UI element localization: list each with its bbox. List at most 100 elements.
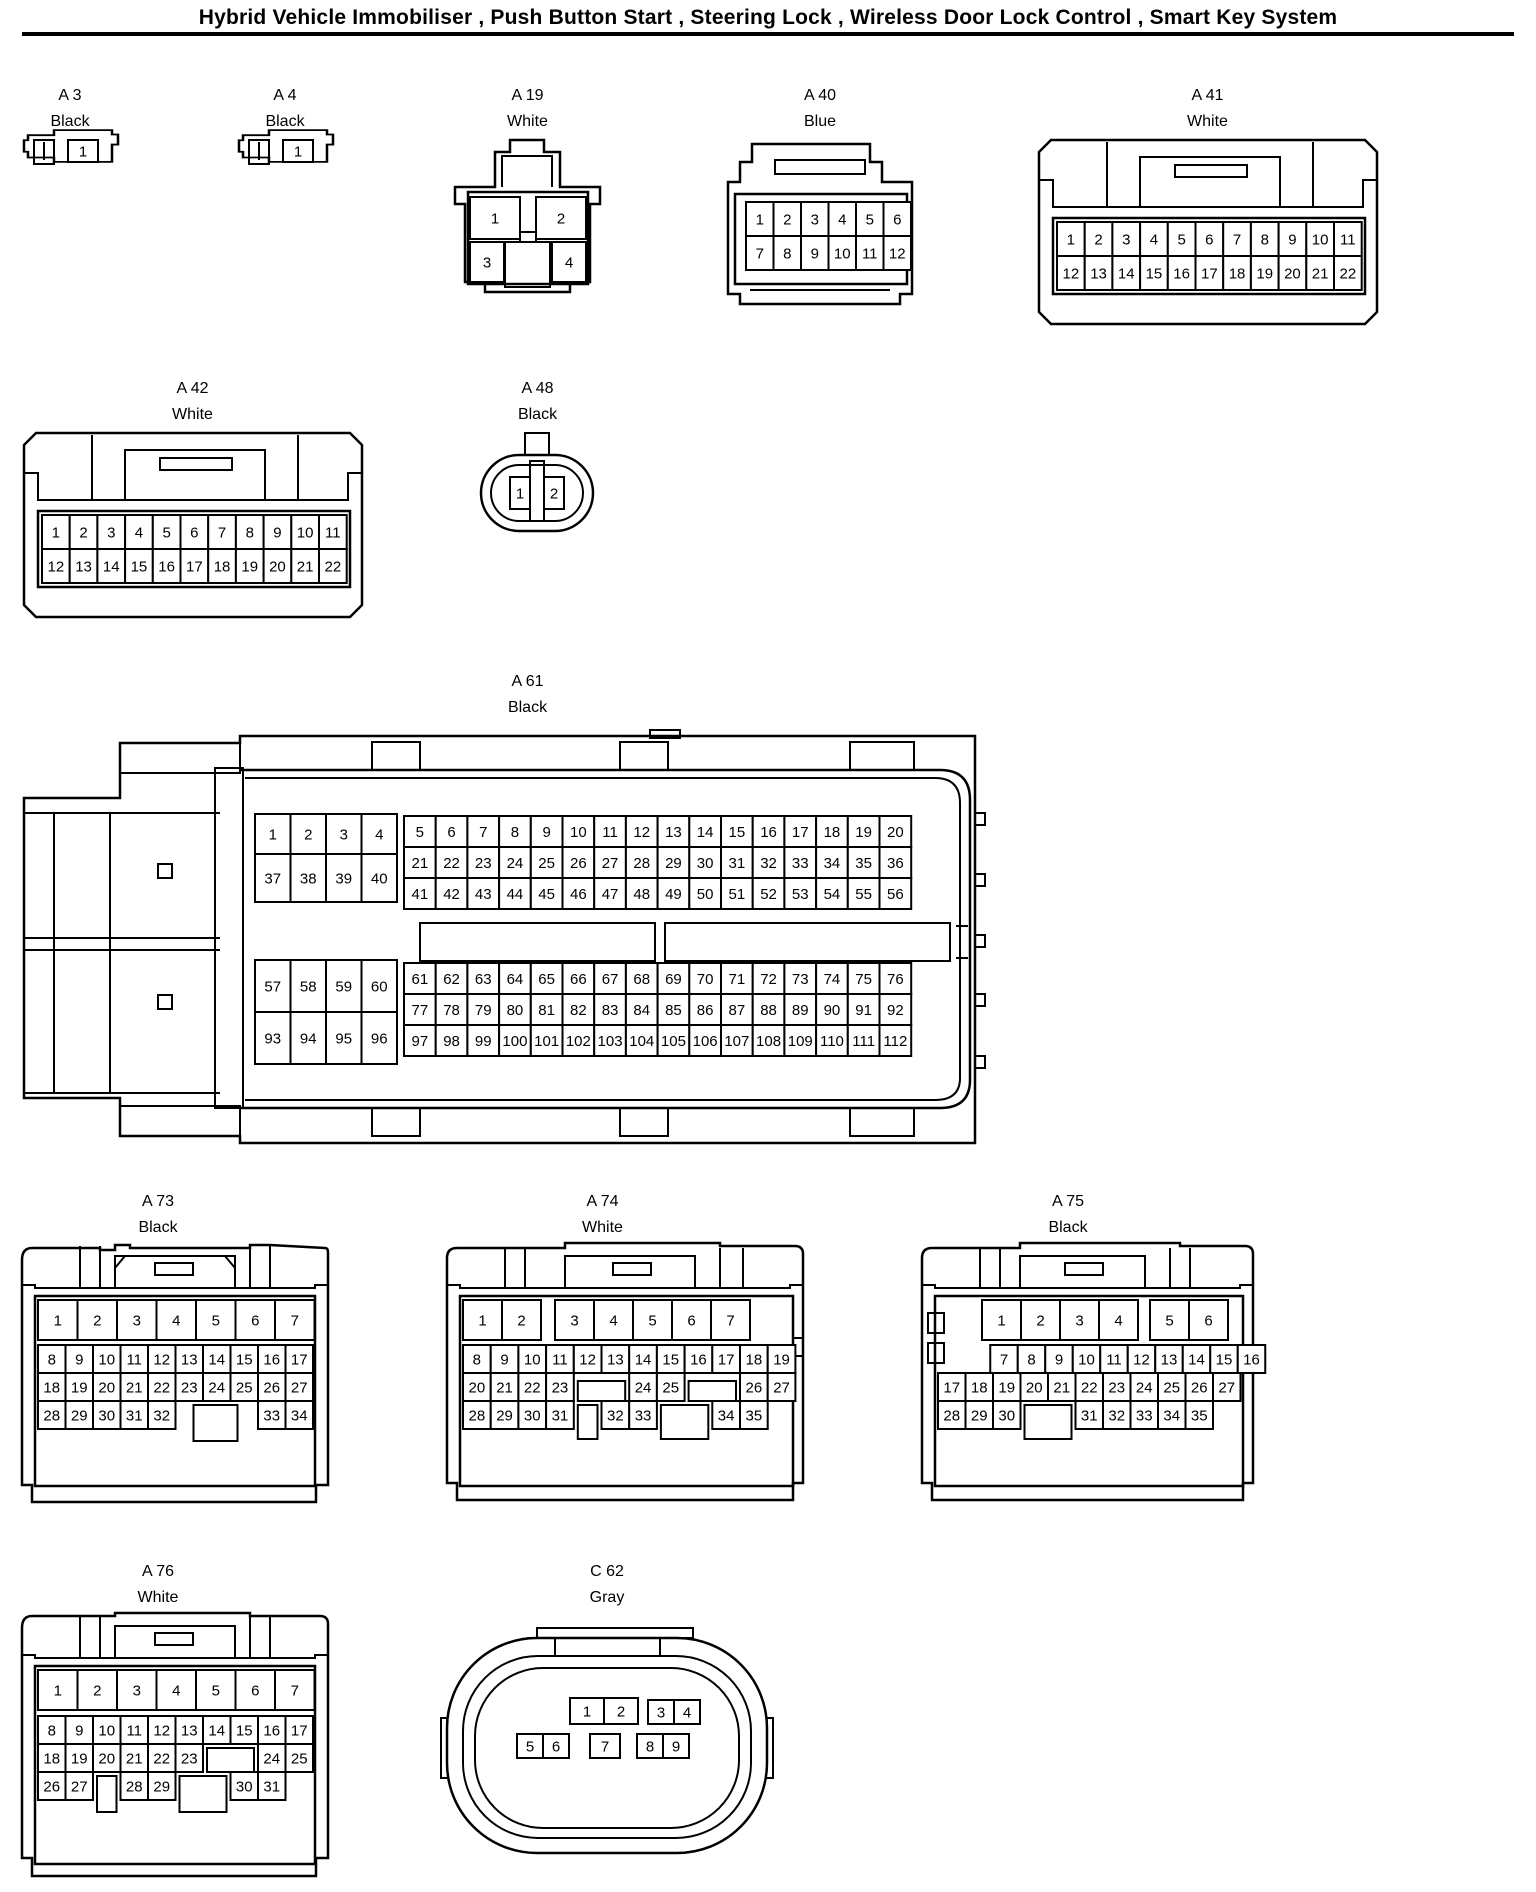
pin-cell bbox=[656, 815, 691, 848]
pin-cell bbox=[878, 962, 913, 995]
pin-cell bbox=[1111, 255, 1142, 291]
pin-cell bbox=[783, 1024, 818, 1057]
pin-number: 53 bbox=[792, 886, 809, 903]
pin-cell bbox=[751, 815, 786, 848]
pin-number: 7 bbox=[601, 1739, 609, 1756]
pin-cell bbox=[603, 1697, 639, 1725]
pin-number: 28 bbox=[943, 1408, 960, 1425]
pin-cell bbox=[878, 1024, 913, 1057]
pin-cell bbox=[1083, 255, 1114, 291]
connector-a61-outline bbox=[22, 729, 986, 1145]
pin-number: 11 bbox=[862, 246, 878, 263]
pin-cell bbox=[1074, 1372, 1104, 1402]
pin-number: 17 bbox=[792, 824, 809, 841]
pin-number: 21 bbox=[297, 559, 314, 576]
pin-number: 17 bbox=[1201, 266, 1218, 283]
pin-cell bbox=[543, 476, 565, 510]
pin-number: 112 bbox=[883, 1033, 907, 1050]
pin-number: 48 bbox=[633, 886, 650, 903]
pin-number: 12 bbox=[153, 1352, 170, 1369]
pin-cell bbox=[254, 853, 292, 903]
connector-id: A 73 bbox=[141, 1193, 175, 1210]
pin-number: 26 bbox=[263, 1380, 280, 1397]
pin-cell bbox=[683, 1344, 714, 1374]
pin-number: 2 bbox=[304, 827, 312, 844]
connector-id: A 3 bbox=[58, 87, 82, 104]
pin-cell bbox=[318, 548, 348, 584]
pin-number: 101 bbox=[534, 1033, 559, 1050]
pin-number: 31 bbox=[126, 1408, 143, 1425]
pin-number: 4 bbox=[838, 212, 846, 229]
pin-number: 30 bbox=[524, 1408, 541, 1425]
pin-number: 6 bbox=[552, 1739, 560, 1756]
pin-number: 24 bbox=[635, 1380, 652, 1397]
pin-number: 45 bbox=[538, 886, 555, 903]
pin-cell bbox=[498, 877, 532, 910]
pin-cell bbox=[783, 815, 818, 848]
pin-number: 30 bbox=[98, 1408, 115, 1425]
pin-number: 50 bbox=[697, 886, 714, 903]
pin-number: 6 bbox=[687, 1313, 695, 1330]
pin-cell bbox=[179, 548, 210, 584]
pin-cell bbox=[766, 1344, 797, 1374]
key-block bbox=[659, 1404, 710, 1440]
pin-cell bbox=[1129, 1400, 1159, 1430]
pin-number: 70 bbox=[697, 971, 714, 988]
pin-number: 5 bbox=[1165, 1313, 1173, 1330]
pin-number: 16 bbox=[263, 1352, 280, 1369]
pin-number: 2 bbox=[93, 1683, 101, 1700]
pin-cell bbox=[174, 1743, 204, 1773]
pin-number: 3 bbox=[657, 1705, 665, 1722]
pin-number: 24 bbox=[208, 1380, 225, 1397]
pin-cell bbox=[855, 235, 885, 271]
pin-cell bbox=[554, 1299, 595, 1341]
connector-color: White bbox=[172, 406, 213, 423]
pin-number: 25 bbox=[1163, 1380, 1180, 1397]
pin-number: 31 bbox=[729, 855, 746, 872]
pin-number: 3 bbox=[1122, 232, 1130, 249]
pin-cell bbox=[632, 1299, 673, 1341]
connector-a75-outline bbox=[920, 1241, 1255, 1502]
pin-cell bbox=[751, 993, 786, 1026]
pin-cell bbox=[739, 1372, 769, 1402]
pin-number: 9 bbox=[500, 1352, 508, 1369]
pin-number: 20 bbox=[887, 824, 904, 841]
pin-cell bbox=[254, 959, 292, 1013]
pin-number: 22 bbox=[153, 1751, 170, 1768]
pin-number: 13 bbox=[75, 559, 92, 576]
pin-cell bbox=[1184, 1400, 1214, 1430]
pin-number: 4 bbox=[135, 525, 143, 542]
pin-number: 33 bbox=[635, 1408, 652, 1425]
pin-number: 25 bbox=[291, 1751, 308, 1768]
pin-cell bbox=[92, 1400, 122, 1430]
pin-number: 4 bbox=[565, 255, 573, 272]
pin-number: 18 bbox=[214, 559, 231, 576]
pin-number: 6 bbox=[893, 212, 901, 229]
pin-number: 9 bbox=[1055, 1352, 1063, 1369]
pin-cell bbox=[1212, 1372, 1242, 1402]
pin-number: 61 bbox=[412, 971, 429, 988]
pin-number: 4 bbox=[375, 827, 383, 844]
pin-number: 24 bbox=[1136, 1380, 1153, 1397]
pin-number: 74 bbox=[824, 971, 841, 988]
pin-cell bbox=[1016, 1344, 1047, 1374]
pin-number: 2 bbox=[1094, 232, 1102, 249]
pin-number: 83 bbox=[602, 1002, 619, 1019]
pin-number: 33 bbox=[792, 855, 809, 872]
pin-number: 11 bbox=[126, 1352, 142, 1369]
pin-cell bbox=[1184, 1372, 1214, 1402]
pin-cell bbox=[1098, 1299, 1139, 1341]
pin-cell bbox=[1333, 255, 1363, 291]
pin-number: 11 bbox=[1106, 1352, 1122, 1369]
connector-a4: A 4 Black 1 bbox=[235, 82, 335, 182]
pin-number: 29 bbox=[153, 1779, 170, 1796]
pin-number: 15 bbox=[131, 559, 148, 576]
pin-cell bbox=[529, 1024, 564, 1057]
pin-number: 19 bbox=[241, 559, 258, 576]
pin-number: 23 bbox=[181, 1380, 198, 1397]
connector-color: Black bbox=[517, 406, 558, 423]
pin-number: 44 bbox=[507, 886, 524, 903]
pin-cell bbox=[257, 1372, 287, 1402]
